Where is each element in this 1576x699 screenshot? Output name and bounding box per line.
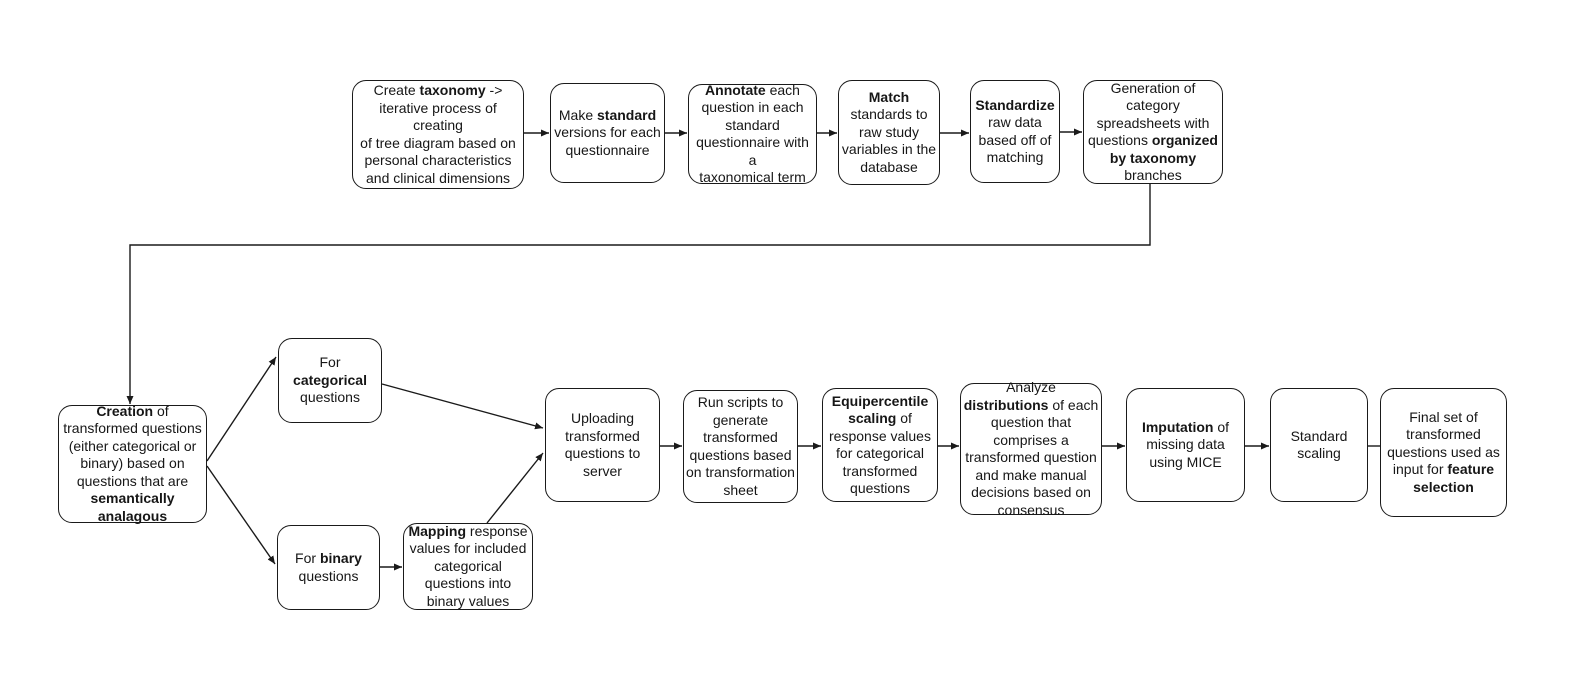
flow-node-label: Annotate each question in each standard … bbox=[696, 81, 809, 186]
flow-node-standard-scaling: Standard scaling bbox=[1270, 388, 1368, 502]
flow-node-label: Uploading transformed questions to serve… bbox=[564, 410, 641, 479]
flow-node-label: Match standards to raw study variables i… bbox=[841, 88, 937, 175]
flow-node-label: Create taxonomy -> iterative process of … bbox=[360, 82, 516, 186]
flow-node-label: For binary questions bbox=[295, 550, 362, 584]
flow-node-for-categorical: For categorical questions bbox=[278, 338, 382, 423]
flow-node-match: Match standards to raw study variables i… bbox=[838, 80, 940, 185]
flow-node-mapping: Mapping response values for included cat… bbox=[403, 523, 533, 610]
flow-node-generation: Generation of category spreadsheets with… bbox=[1083, 80, 1223, 184]
flow-node-run-scripts: Run scripts to generate transformed ques… bbox=[683, 390, 798, 503]
flow-node-label: For categorical questions bbox=[293, 354, 367, 406]
flow-node-annotate: Annotate each question in each standard … bbox=[688, 81, 817, 186]
flow-node-label: Equipercentile scaling of response value… bbox=[829, 392, 931, 497]
flow-node-label: Mapping response values for included cat… bbox=[408, 522, 528, 609]
flow-edge-categorical-to-uploading bbox=[381, 383, 544, 430]
flow-node-for-binary: For binary questions bbox=[277, 525, 380, 610]
flow-node-label: Analyze distributions of each question t… bbox=[963, 379, 1099, 518]
flow-node-label: Imputation of missing data using MICE bbox=[1141, 418, 1230, 470]
flow-node-creation: Creation of transformed questions (eithe… bbox=[58, 402, 207, 524]
flow-node-analyze: Analyze distributions of each question t… bbox=[960, 379, 1102, 518]
flow-node-label: Make standard versions for each question… bbox=[554, 106, 661, 158]
flow-node-label: Generation of category spreadsheets with… bbox=[1088, 79, 1218, 184]
flow-node-imputation: Imputation of missing data using MICE bbox=[1126, 388, 1245, 502]
flow-edge-creation-to-categorical bbox=[206, 356, 277, 462]
flow-node-label: Run scripts to generate transformed ques… bbox=[686, 394, 795, 498]
flow-node-final-set: Final set of transformed questions used … bbox=[1380, 388, 1507, 517]
flow-node-uploading: Uploading transformed questions to serve… bbox=[545, 388, 660, 502]
flow-node-label: Standard scaling bbox=[1290, 427, 1348, 462]
flow-node-create-taxonomy: Create taxonomy -> iterative process of … bbox=[352, 80, 524, 189]
flow-node-label: Creation of transformed questions (eithe… bbox=[63, 402, 202, 524]
flow-node-make-standard: Make standard versions for each question… bbox=[550, 83, 665, 183]
flow-node-label: Final set of transformed questions used … bbox=[1387, 408, 1500, 495]
flow-node-equipercentile: Equipercentile scaling of response value… bbox=[822, 388, 938, 502]
flow-node-standardize: Standardize raw data based off of matchi… bbox=[970, 80, 1060, 183]
flow-edge-creation-to-binary bbox=[206, 465, 276, 565]
flow-edge-mapping-to-uploading bbox=[486, 452, 544, 524]
flow-node-label: Standardize raw data based off of matchi… bbox=[975, 96, 1055, 166]
